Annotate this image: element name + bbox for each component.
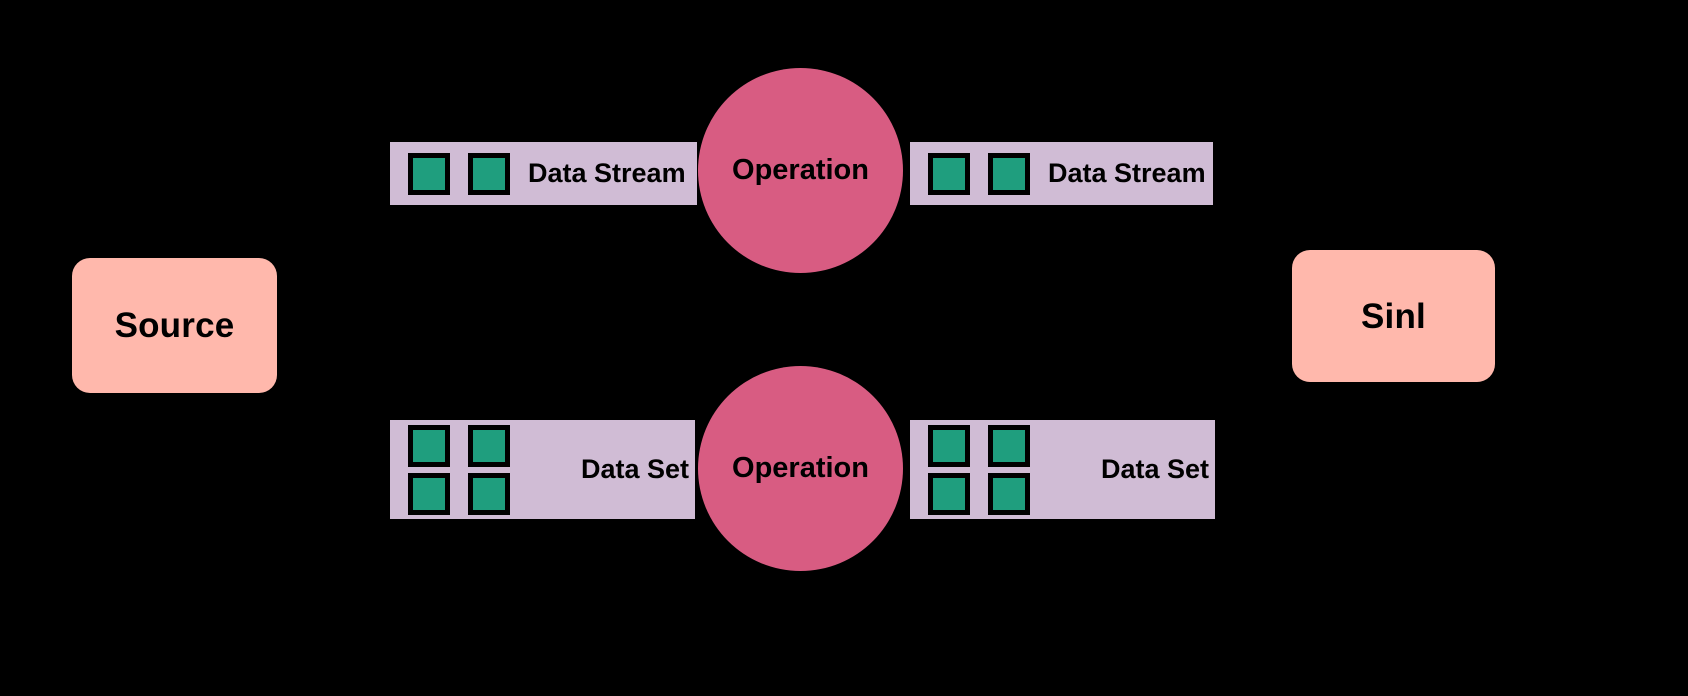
data-stream-left-elements [408,152,510,195]
operation-node-top[interactable]: Operation [698,68,903,273]
data-stream-right-label: Data Stream [1048,158,1206,188]
set-element-square [408,424,450,467]
set-element-square [988,472,1030,515]
operation-node-bottom-label: Operation [732,452,869,484]
stream-element-square [408,152,450,195]
set-element-square [988,424,1030,467]
data-set-left-bar[interactable]: Data Set [390,420,695,519]
data-stream-right-bar[interactable]: Data Stream [910,142,1213,205]
data-set-right-bar[interactable]: Data Set [910,420,1215,519]
source-node-label: Source [114,306,235,345]
data-set-right-label: Data Set [1100,454,1209,484]
set-element-square [408,472,450,515]
data-stream-left-label: Data Stream [528,158,686,188]
source-node[interactable]: Source [72,258,277,393]
set-element-square [468,424,510,467]
operation-node-top-label: Operation [732,154,869,186]
stream-element-square [468,152,510,195]
set-element-square [928,472,970,515]
data-set-left-elements [408,424,510,515]
data-stream-left-bar[interactable]: Data Stream [390,142,697,205]
stream-element-square [988,152,1030,195]
data-set-left-label: Data Set [580,454,689,484]
set-element-square [468,472,510,515]
data-set-right-elements [928,424,1030,515]
stream-element-square [928,152,970,195]
set-element-square [928,424,970,467]
sink-node-label: Sinl [1361,296,1426,336]
operation-node-bottom[interactable]: Operation [698,366,903,571]
sink-node[interactable]: Sinl [1292,250,1495,382]
data-stream-right-elements [928,152,1030,195]
